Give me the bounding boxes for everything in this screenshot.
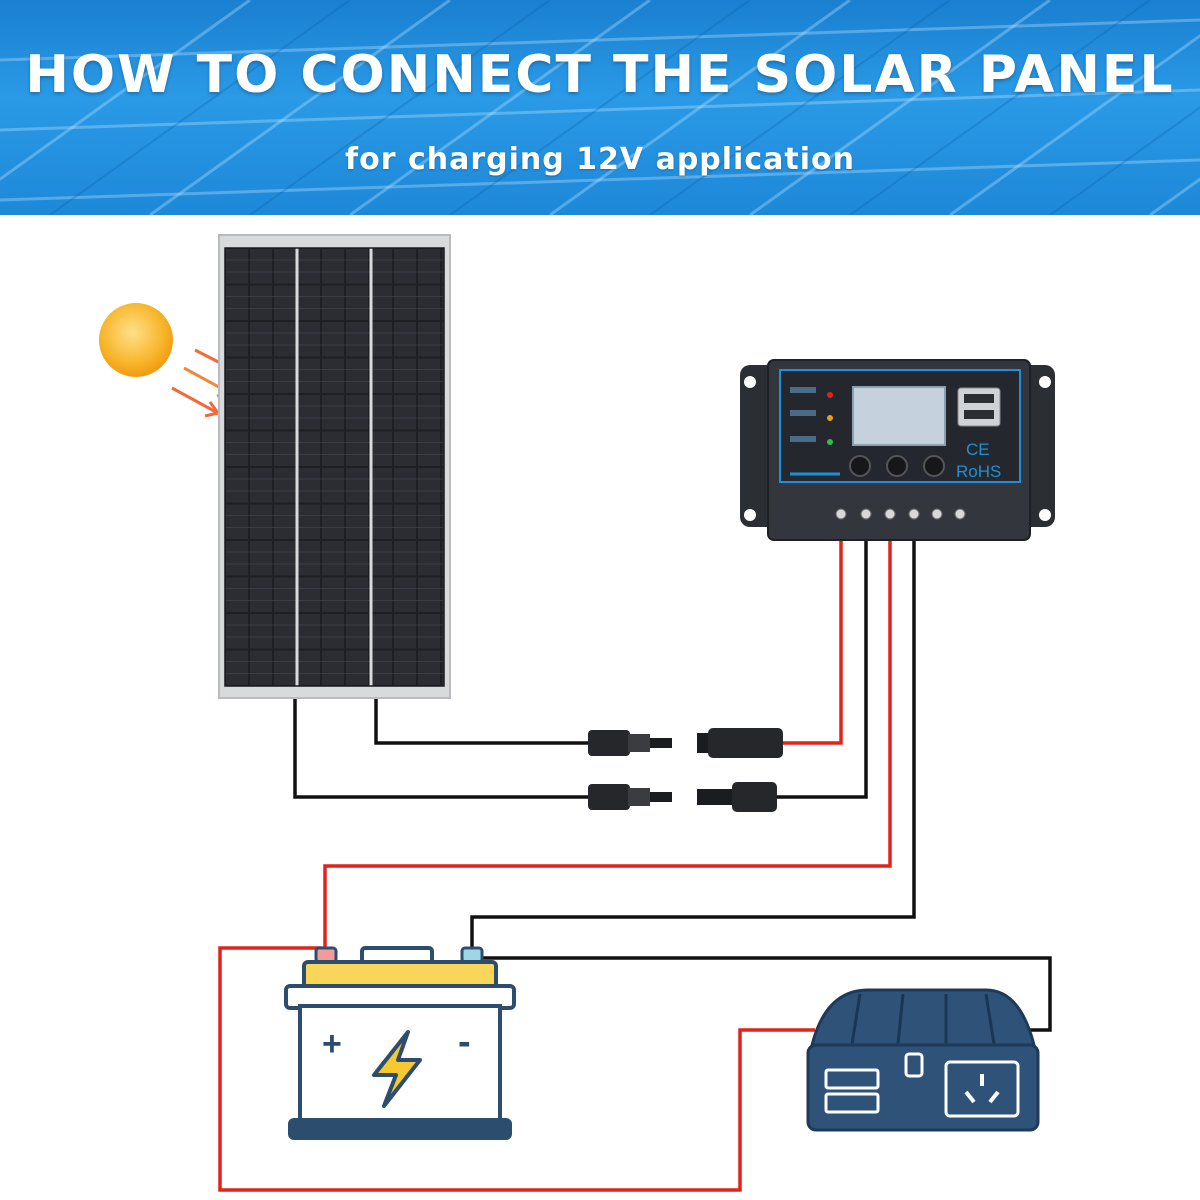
usb-port-icon xyxy=(957,387,1001,427)
page-title: HOW TO CONNECT THE SOLAR PANEL xyxy=(25,45,1175,105)
controller-pv-positive-wire xyxy=(783,540,843,745)
status-leds xyxy=(790,387,833,445)
mc4-female-bottom xyxy=(588,784,672,810)
controller-buttons xyxy=(849,455,945,477)
terminal-screws xyxy=(835,508,966,520)
controller-pv-negative-wire xyxy=(777,540,868,799)
page-subtitle: for charging 12V application xyxy=(345,142,855,177)
mc4-male-top xyxy=(697,728,783,758)
ce-mark: CE xyxy=(966,440,990,459)
inverter-positive-wire xyxy=(218,946,815,1192)
battery-plus-symbol: + xyxy=(322,1025,342,1063)
mc4-connector-icon xyxy=(588,728,783,812)
controller-battery-positive-wire xyxy=(323,540,892,950)
panel-negative-wire xyxy=(293,698,590,799)
solar-cell-background xyxy=(0,0,1200,215)
power-outlet-icon xyxy=(944,1060,1020,1118)
rohs-mark: RoHS xyxy=(956,462,1001,481)
lcd-display xyxy=(852,386,946,446)
panel-positive-wire xyxy=(374,698,590,745)
controller-battery-negative-wire xyxy=(470,540,916,950)
charge-controller-icon: CE RoHS xyxy=(740,359,1055,541)
battery-icon: + - xyxy=(284,946,516,1140)
mc4-female-top xyxy=(588,730,672,756)
header-banner: HOW TO CONNECT THE SOLAR PANEL for charg… xyxy=(0,0,1200,215)
battery-minus-symbol: - xyxy=(458,1021,471,1063)
inverter-negative-wire xyxy=(476,956,1052,1032)
lightning-bolt-icon xyxy=(372,1030,422,1108)
wires xyxy=(218,540,1052,1192)
inverter-icon xyxy=(806,988,1040,1132)
mc4-male-bottom xyxy=(697,782,777,812)
solar-panel-icon xyxy=(218,234,451,699)
